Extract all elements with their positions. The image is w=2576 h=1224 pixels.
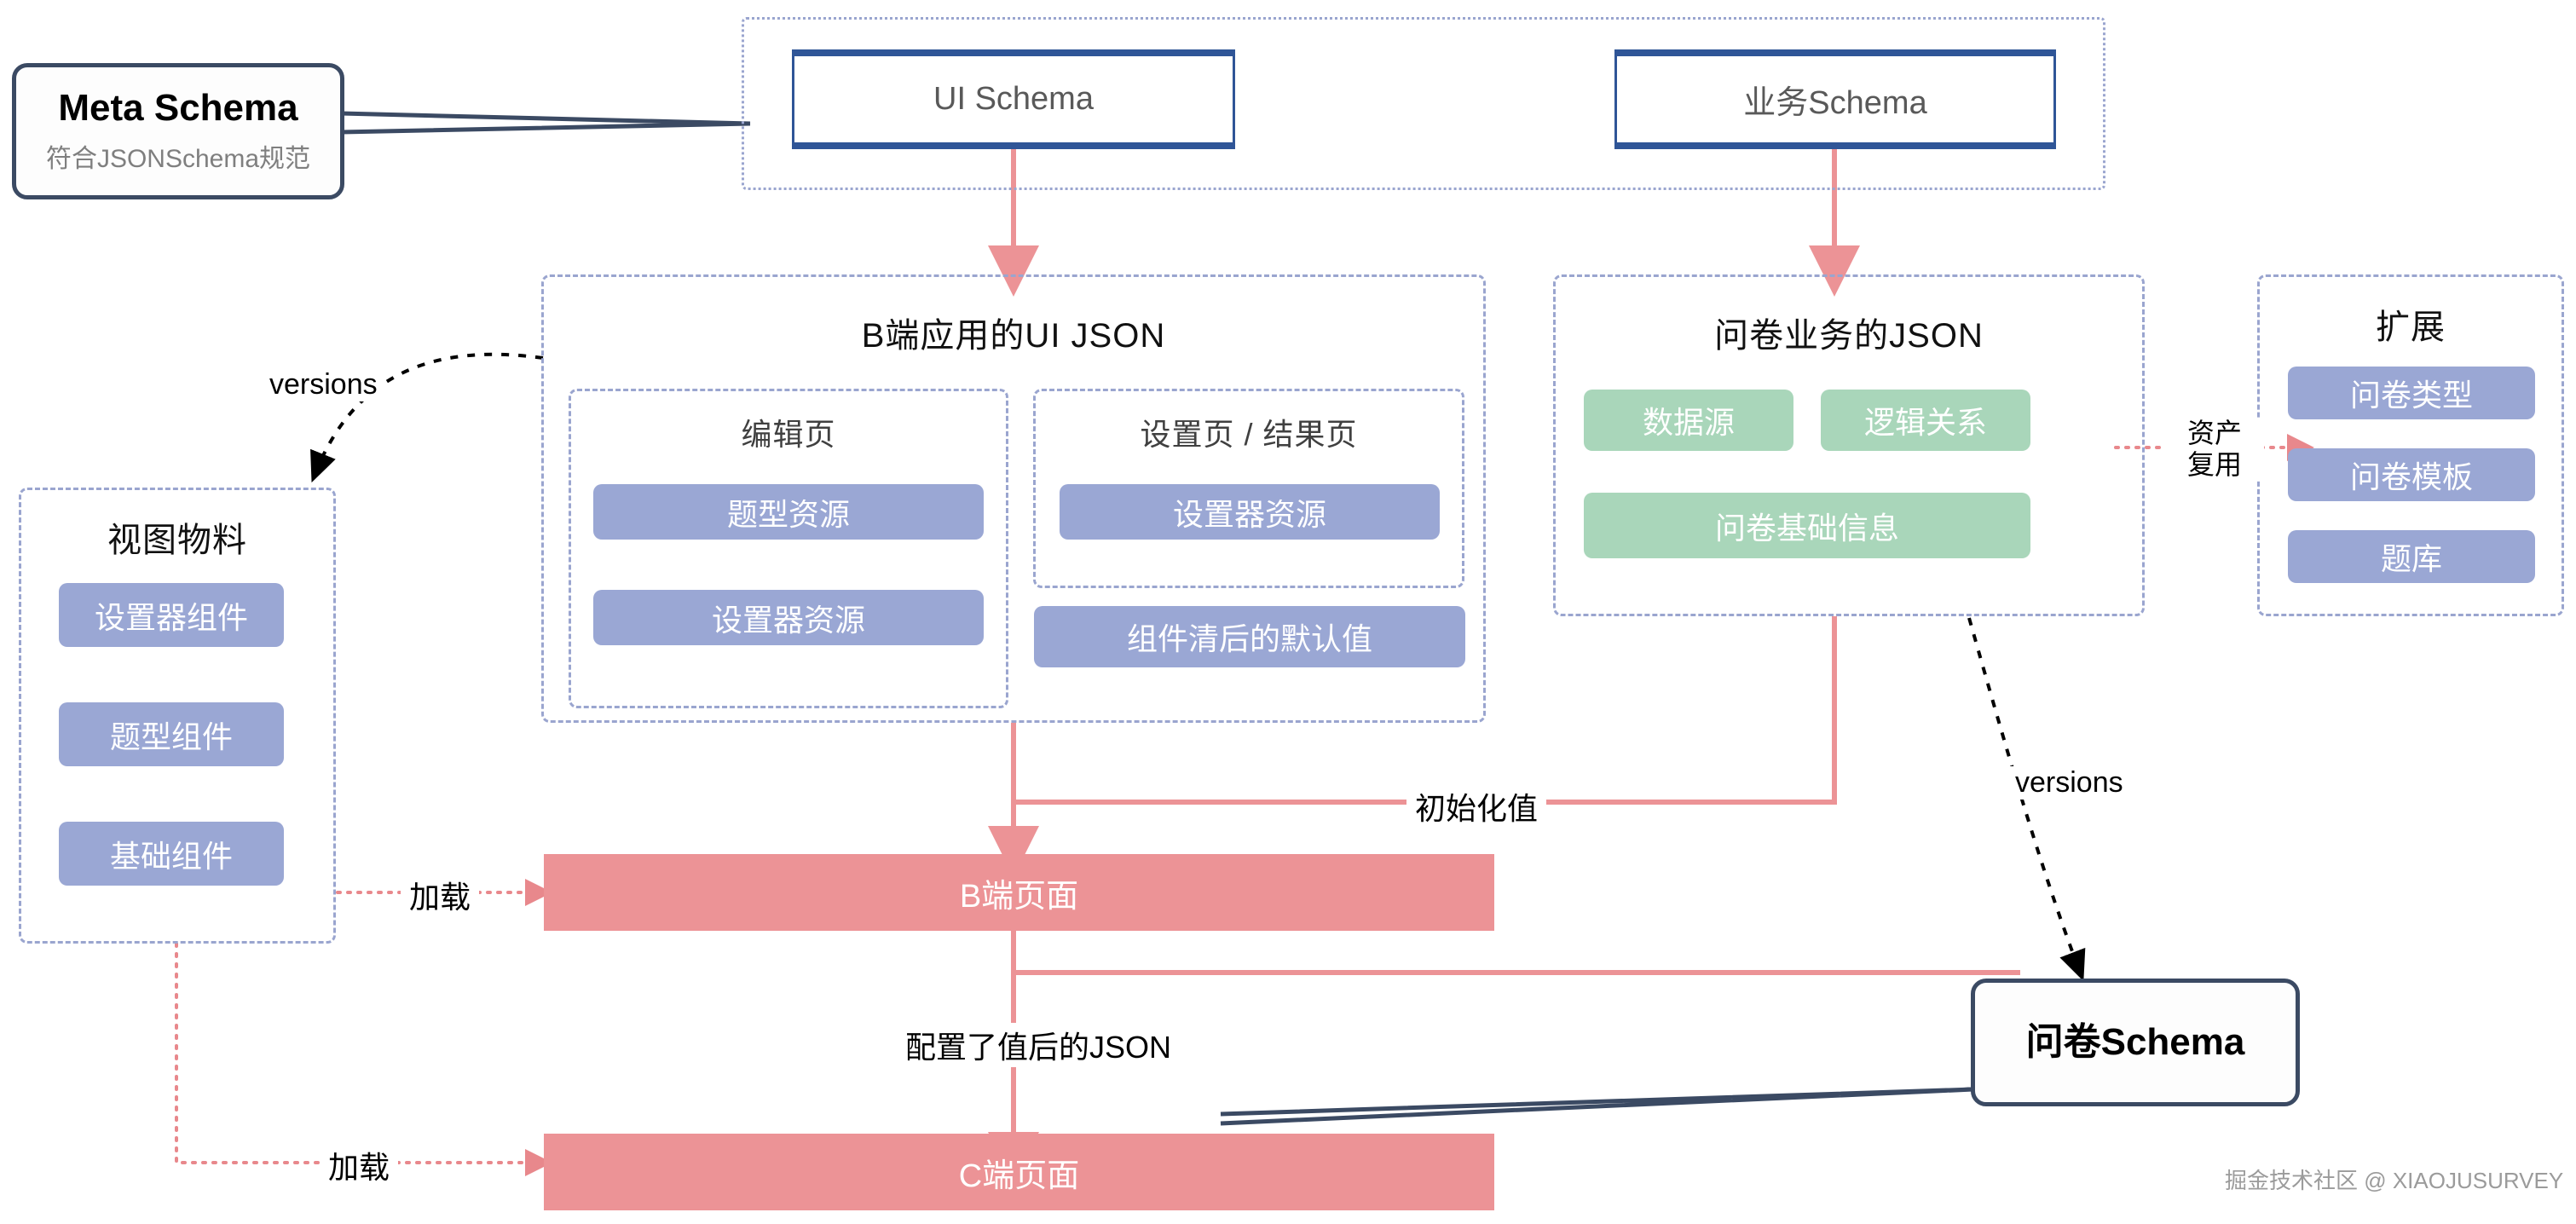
chip-label: 问卷基础信息 [1714,510,1899,546]
settings-page-title: 设置页 / 结果页 [1140,417,1358,452]
chip-label: 问卷模板 [2349,459,2473,494]
chip-logic-relation[interactable]: 逻辑关系 [1821,390,2030,451]
questionnaire-schema-leader [1220,1087,1974,1126]
extension-group-title: 扩展 [2376,309,2446,346]
chip-label: 基础组件 [109,838,233,874]
business-json-group: 问卷业务的JSON [1553,274,2145,616]
chip-label: 逻辑关系 [1863,405,1987,440]
chip-label: 问卷类型 [2349,378,2473,413]
chip-questionnaire-type[interactable]: 问卷类型 [2288,367,2535,419]
edge-label-load-b: 加载 [401,873,480,917]
chip-label: 设置器组件 [94,599,248,635]
asset-reuse-line-1: 资产 [2186,418,2242,448]
ui-json-group-title: B端应用的UI JSON [861,317,1166,355]
view-material-group: 视图物料 [19,488,336,944]
chip-setter-resource-edit[interactable]: 设置器资源 [593,590,984,645]
edge-label-init-value: 初始化值 [1406,784,1547,829]
chip-label: 题型资源 [726,496,850,532]
ui-schema-box[interactable]: UI Schema [792,49,1235,149]
edge-label-versions-left: versions [261,368,386,401]
asset-reuse-line-2: 复用 [2186,448,2242,480]
b-side-page-label: B端页面 [959,878,1079,915]
questionnaire-schema-callout[interactable]: 问卷Schema [1971,979,2300,1106]
chip-question-bank[interactable]: 题库 [2288,530,2535,583]
business-json-group-title: 问卷业务的JSON [1714,317,1984,355]
chip-questionnaire-template[interactable]: 问卷模板 [2288,448,2535,501]
ui-schema-label: UI Schema [933,81,1094,117]
meta-schema-title: Meta Schema [58,86,298,129]
chip-label: 组件清后的默认值 [1126,621,1372,656]
edge-label-versions-right: versions [2007,766,2132,800]
edge-label-load-c: 加载 [320,1143,399,1187]
b-side-page-bar[interactable]: B端页面 [544,854,1494,931]
chip-setter-component[interactable]: 设置器组件 [59,583,284,647]
ui-json-group: B端应用的UI JSON [541,274,1486,723]
view-material-group-title: 视图物料 [107,522,247,559]
meta-schema-subtitle: 符合JSONSchema规范 [45,145,311,174]
schema-layer-container [742,17,2105,190]
chip-label: 设置器资源 [1172,496,1326,532]
meta-schema-callout[interactable]: Meta Schema 符合JSONSchema规范 [12,63,344,199]
c-side-page-label: C端页面 [958,1158,1080,1194]
chip-setter-resource-settings[interactable]: 设置器资源 [1060,484,1440,540]
chip-component-default-value[interactable]: 组件清后的默认值 [1034,606,1465,667]
chip-question-type-resource[interactable]: 题型资源 [593,484,984,540]
business-schema-label: 业务Schema [1743,85,1927,121]
chip-questionnaire-basic-info[interactable]: 问卷基础信息 [1584,493,2030,558]
chip-label: 题型组件 [109,719,233,754]
chip-label: 设置器资源 [711,602,865,638]
edit-page-subgroup: 编辑页 [569,389,1008,708]
meta-schema-leader [340,111,751,135]
edit-page-title: 编辑页 [741,417,836,452]
edge-load-c [175,942,552,1176]
chip-label: 题库 [2380,541,2442,576]
watermark: 掘金技术社区 @ XIAOJUSURVEY [2225,1168,2564,1193]
chip-label: 数据源 [1642,405,1735,440]
questionnaire-schema-title: 问卷Schema [2025,1020,2245,1063]
edge-label-configured-json: 配置了值后的JSON [897,1023,1181,1067]
settings-page-subgroup: 设置页 / 结果页 [1033,389,1464,588]
business-schema-box[interactable]: 业务Schema [1614,49,2056,149]
edge-label-asset-reuse: 资产 复用 [2165,418,2264,481]
chip-data-source[interactable]: 数据源 [1584,390,1793,451]
chip-question-type-component[interactable]: 题型组件 [59,702,284,766]
chip-basic-component[interactable]: 基础组件 [59,822,284,886]
c-side-page-bar[interactable]: C端页面 [544,1134,1494,1210]
